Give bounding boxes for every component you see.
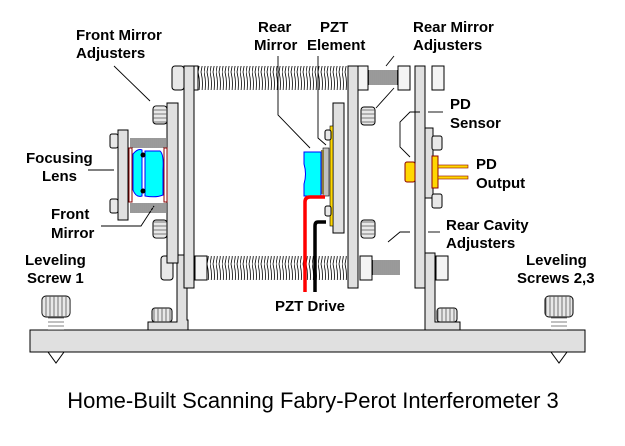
pzt-drive-wire-red	[303, 195, 325, 292]
focusing-lens-assembly	[109, 129, 168, 221]
leveling-screw-1	[41, 295, 71, 364]
pd-sensor	[404, 155, 469, 189]
pd-plate	[414, 65, 426, 289]
pzt-drive-wire-black	[313, 220, 326, 292]
base-plate	[29, 329, 586, 353]
front-inner-plate	[166, 102, 179, 264]
right-l-bracket	[424, 252, 461, 331]
leveling-screw-2-3	[544, 295, 574, 364]
rear-mirror-plate	[332, 102, 345, 234]
label-pzt-drive: PZT Drive	[275, 298, 345, 315]
rear-mirror-pzt	[303, 125, 334, 227]
diagram-title: Home-Built Scanning Fabry-Perot Interfer…	[67, 388, 559, 413]
front-outer-plate	[183, 65, 195, 289]
top-spring	[171, 65, 445, 91]
rear-outer-plate	[347, 65, 359, 289]
